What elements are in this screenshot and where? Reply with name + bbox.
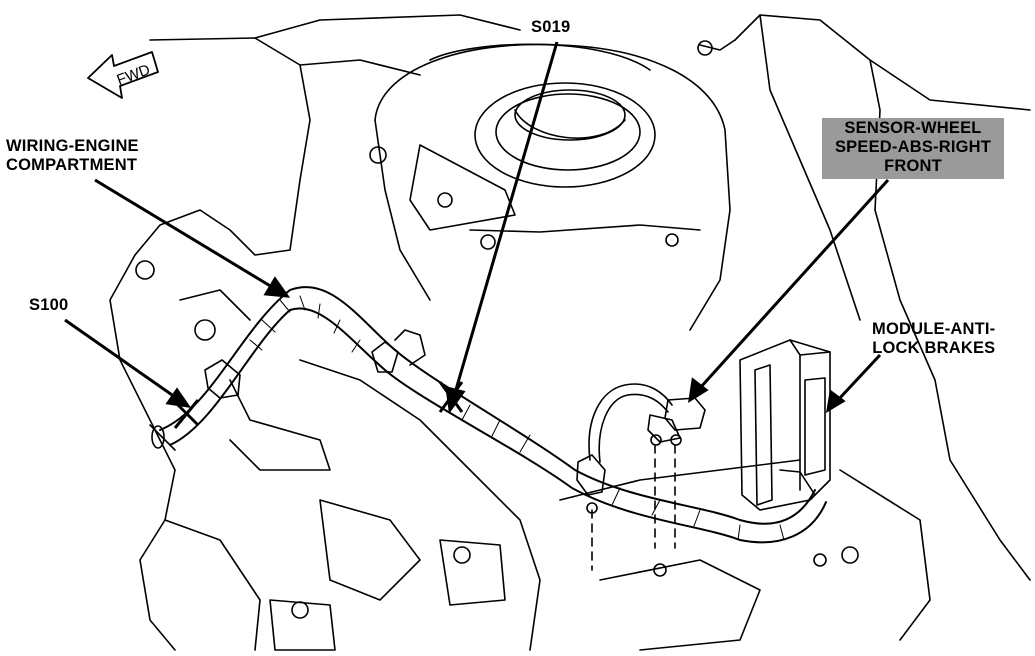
- callout-line: S019: [531, 18, 571, 36]
- leader-s100: [64, 318, 176, 399]
- fwd-arrow-outline: [87, 51, 159, 99]
- callout-line: FRONT: [884, 157, 942, 175]
- callout-wiring-engine-compartment: WIRING-ENGINE COMPARTMENT: [6, 137, 139, 175]
- harness-clip: [576, 454, 606, 496]
- harness-clip: [371, 341, 399, 373]
- callout-line: LOCK BRAKES: [872, 339, 996, 357]
- abs-module: [739, 339, 831, 511]
- callout-module-anti-lock-brakes: MODULE-ANTI- LOCK BRAKES: [872, 320, 995, 358]
- leader-s019: [453, 41, 559, 394]
- callout-s019: S019: [531, 18, 570, 37]
- callout-line: COMPARTMENT: [6, 156, 138, 174]
- leader-sensor: [698, 178, 890, 390]
- callout-line: SENSOR-WHEEL: [844, 119, 982, 137]
- fwd-label: FWD: [115, 61, 153, 89]
- sensor-lead: [588, 383, 673, 461]
- callout-s100: S100: [29, 296, 68, 315]
- leader-module: [836, 353, 882, 402]
- callout-line: SPEED-ABS-RIGHT: [834, 138, 992, 156]
- callout-sensor-wheel-speed: SENSOR-WHEEL SPEED-ABS-RIGHT FRONT: [822, 118, 1004, 179]
- body-outline: [134, 37, 311, 256]
- harness-clip: [204, 359, 241, 399]
- callout-line: S100: [29, 296, 69, 314]
- callout-line: MODULE-ANTI-: [872, 320, 996, 338]
- callout-line: WIRING-ENGINE: [6, 137, 139, 155]
- leader-wiring: [94, 178, 273, 289]
